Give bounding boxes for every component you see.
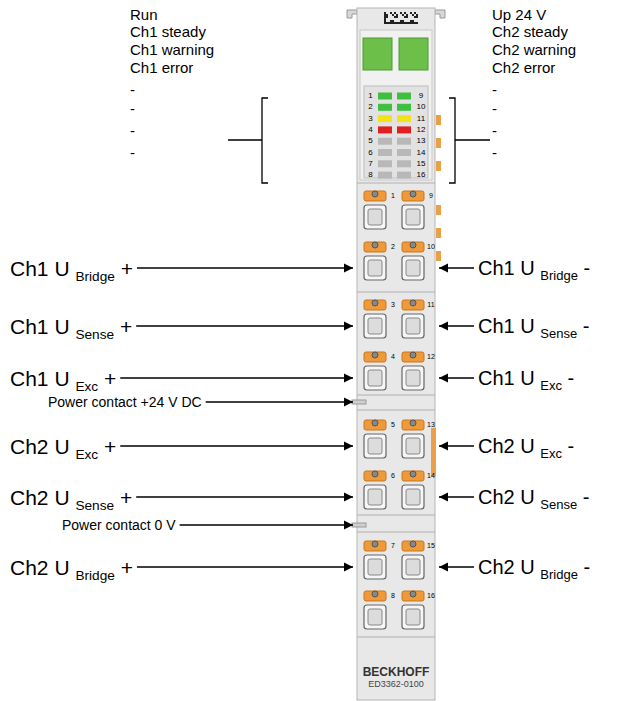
leader-arrow xyxy=(439,325,474,326)
bracket xyxy=(449,98,490,183)
leader-arrow xyxy=(120,445,353,446)
signal-name: Ch2 U Exc - xyxy=(478,436,574,456)
signal-name: Ch2 U Sense - xyxy=(478,487,589,507)
led-number: 15 xyxy=(417,160,426,168)
model-number: ED3362-0100 xyxy=(368,679,424,690)
signal-name: Power contact 0 V xyxy=(62,518,176,532)
signal-name: Ch1 U Exc - xyxy=(478,368,574,388)
terminal-number: 7 xyxy=(391,542,395,549)
signal-name: Ch1 U Sense + xyxy=(10,316,132,337)
led-label: Ch2 error xyxy=(492,60,555,75)
led-field xyxy=(364,86,428,178)
leader-arrow xyxy=(439,267,474,268)
signal-name: Ch1 U Bridge + xyxy=(10,258,133,279)
led-number: 8 xyxy=(368,171,372,179)
signal-name: Ch1 U Sense - xyxy=(478,316,589,336)
terminal-number: 4 xyxy=(391,353,395,360)
module-separators xyxy=(357,183,435,637)
led-label: - xyxy=(492,82,497,97)
terminal-number: 10 xyxy=(427,243,435,250)
terminal-number: 1 xyxy=(391,192,395,199)
leader-arrow xyxy=(439,445,474,446)
power-contact xyxy=(352,523,366,527)
led-label: - xyxy=(492,123,497,138)
terminal-number: 14 xyxy=(427,472,435,479)
led-label: Ch2 steady xyxy=(492,24,568,39)
led-number: 16 xyxy=(417,171,426,179)
terminal-number: 5 xyxy=(391,421,395,428)
led-label: - xyxy=(492,101,497,116)
signal-name: Ch2 U Bridge + xyxy=(10,557,133,578)
led-label: Ch1 warning xyxy=(130,42,214,57)
led-bars xyxy=(378,93,411,179)
terminal-number: 15 xyxy=(427,542,435,549)
leader-arrow xyxy=(206,401,353,402)
leader-arrow xyxy=(180,524,353,525)
terminal-number: 13 xyxy=(427,421,435,428)
led-number: 2 xyxy=(368,103,372,111)
signal-name: Ch1 U Exc + xyxy=(10,368,116,389)
led-number: 4 xyxy=(368,126,372,134)
led-number: 13 xyxy=(417,137,426,145)
led-label: Ch2 warning xyxy=(492,42,576,57)
signal-name: Power contact +24 V DC xyxy=(48,395,202,409)
led-number: 1 xyxy=(368,92,372,100)
bracket xyxy=(228,98,268,183)
terminal-number: 11 xyxy=(427,301,434,308)
label-field xyxy=(360,30,432,180)
led-number: 10 xyxy=(417,103,426,111)
rail-hook xyxy=(347,10,357,18)
terminal-number: 9 xyxy=(429,192,433,199)
terminal-number: 6 xyxy=(391,472,395,479)
led-label: - xyxy=(130,82,135,97)
terminal-housing xyxy=(357,8,435,700)
brand-name: BECKHOFF xyxy=(363,665,430,679)
signal-name: Ch2 U Sense + xyxy=(10,487,132,508)
status-window xyxy=(363,38,392,70)
led-label: - xyxy=(130,145,135,160)
led-number: 7 xyxy=(368,160,372,168)
leader-arrow xyxy=(439,566,474,567)
led-number: 3 xyxy=(368,115,372,123)
led-number: 6 xyxy=(368,149,372,157)
led-number: 12 xyxy=(417,126,426,134)
led-label: Ch1 steady xyxy=(130,24,206,39)
signal-name: Ch1 U Bridge - xyxy=(478,258,590,278)
terminal-housing: BECKHOFFED3362-0100 xyxy=(357,8,435,700)
leader-arrow xyxy=(439,496,474,497)
terminal-number: 2 xyxy=(391,243,395,250)
signal-name: Ch2 U Exc + xyxy=(10,436,116,457)
led-number: 5 xyxy=(368,137,372,145)
leader-arrow xyxy=(137,267,353,268)
leader-arrow xyxy=(439,377,474,378)
terminal-number: 3 xyxy=(391,301,395,308)
terminal-number: 12 xyxy=(427,353,435,360)
data-matrix xyxy=(384,12,418,24)
led-label: Ch1 error xyxy=(130,60,193,75)
leader-arrow xyxy=(137,566,353,567)
terminal-number: 8 xyxy=(391,592,395,599)
power-contact xyxy=(352,400,366,404)
led-label: - xyxy=(130,101,135,116)
leader-arrow xyxy=(120,377,353,378)
led-label: Up 24 V xyxy=(492,7,546,22)
status-window xyxy=(399,38,428,70)
signal-name: Ch2 U Bridge - xyxy=(478,557,590,577)
terminal-number: 16 xyxy=(427,592,435,599)
led-label: Run xyxy=(130,7,158,22)
led-label: - xyxy=(130,123,135,138)
led-number: 11 xyxy=(417,115,425,123)
leader-arrow xyxy=(136,325,353,326)
rail-hook xyxy=(435,10,445,18)
spring-terminals xyxy=(364,191,424,629)
led-number: 14 xyxy=(417,149,426,157)
leader-arrow xyxy=(136,496,353,497)
led-number: 9 xyxy=(419,92,423,100)
led-label: - xyxy=(492,145,497,160)
